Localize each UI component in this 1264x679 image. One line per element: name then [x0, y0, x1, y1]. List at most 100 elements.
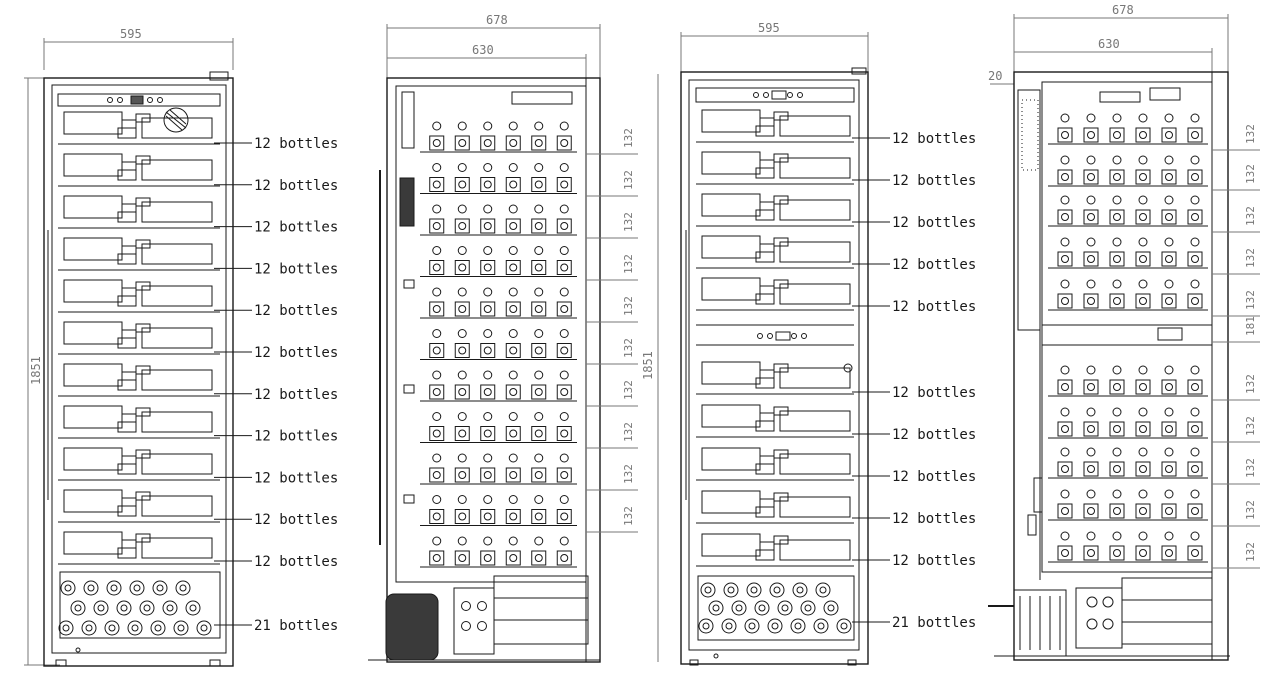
bottle-front [779, 157, 851, 179]
pitch-dimension: 132 [622, 296, 635, 316]
bottle-end [457, 246, 467, 255]
bottle-end [1164, 155, 1174, 165]
width-dimension: 595 [120, 27, 142, 41]
bottle-end [560, 429, 569, 438]
bottle-end [1138, 365, 1148, 375]
bottle-rear [63, 237, 123, 261]
bottle-base [1057, 379, 1073, 395]
bottle-base [480, 301, 496, 317]
bottle-end [1086, 365, 1096, 375]
bottle-base [480, 260, 496, 275]
capacity-label: 21 bottles [892, 615, 976, 631]
bottle-end [1061, 131, 1069, 139]
bottle-base [429, 301, 445, 317]
bottle-end [534, 554, 543, 562]
bottle-front [779, 410, 851, 432]
bottle-rear [63, 321, 123, 345]
bottle-cap [117, 295, 137, 307]
bottle-end [483, 346, 492, 355]
side-view-dual-zone: 678 630 20 13213213213213218113213213213… [988, 3, 1260, 661]
bottle-base [505, 426, 521, 441]
bottle-base [1109, 169, 1125, 185]
bottle-end [1191, 131, 1199, 139]
bottle-end [1164, 279, 1174, 289]
bottle-cap [755, 125, 775, 137]
bottle-cap [117, 379, 137, 391]
bottle-end [1164, 113, 1174, 123]
bottle-front [141, 327, 213, 349]
bottle-end [483, 305, 492, 313]
bottle-neck [759, 201, 775, 211]
bottle-end [790, 618, 806, 634]
bottle-base [1187, 209, 1203, 225]
bottle-neck [773, 406, 789, 416]
bottle-base [505, 343, 521, 358]
bottle-end [560, 305, 569, 313]
capacity-label: 12 bottles [254, 136, 338, 152]
bottle-base [1187, 169, 1203, 185]
bottle-neck [121, 539, 137, 549]
bottle-neck [773, 195, 789, 205]
bottle-end [458, 180, 467, 189]
bottle-end [1191, 507, 1199, 515]
bottle-base [1109, 503, 1125, 519]
bottle-end [1164, 531, 1174, 541]
bottle-end [509, 429, 518, 438]
bottle-end [1138, 489, 1148, 499]
bottle-base [556, 301, 572, 317]
bottle-end [1139, 465, 1147, 473]
bottle-end [1112, 407, 1122, 417]
bottle-end [432, 222, 441, 230]
bottle-end [708, 600, 724, 616]
bottle-end [559, 163, 569, 172]
bottle-end [1112, 531, 1122, 541]
bottle-rear [63, 279, 123, 303]
bottle-end [508, 329, 518, 338]
bottle-end [1060, 407, 1070, 417]
bottle-end [840, 622, 848, 630]
bottle-neck [121, 203, 137, 213]
bottle-base [454, 550, 470, 566]
bottle-end [698, 618, 714, 634]
bottle-neck [759, 498, 775, 508]
bottle-end [131, 624, 139, 632]
bottle-end [108, 624, 116, 632]
bottle-end [1061, 549, 1069, 557]
inner-depth-dimension: 630 [472, 43, 494, 57]
bottle-end [508, 495, 518, 504]
bottle-base [1161, 209, 1177, 225]
bottle-base [1161, 461, 1177, 477]
bottle-base [556, 135, 572, 151]
bottle-base [1187, 461, 1203, 477]
capacity-label: 12 bottles [892, 131, 976, 147]
bottle-front [141, 369, 213, 391]
bottle-front [779, 453, 851, 475]
bottle-end [560, 180, 569, 189]
bottle-base [1057, 209, 1073, 225]
bottle-base [1109, 545, 1125, 561]
bottle-end [508, 246, 518, 255]
bottle-neck [135, 197, 151, 207]
bottle-neck [121, 161, 137, 171]
bottle-end [559, 204, 569, 214]
bottle-end [817, 622, 825, 630]
bottle-end [1190, 113, 1200, 123]
capacity-label: 12 bottles [892, 469, 976, 485]
bottle-end [74, 604, 82, 612]
bottle-end [534, 346, 543, 355]
bottle-end [1190, 407, 1200, 417]
bottle-end [559, 453, 569, 463]
bottle-base [1161, 379, 1177, 395]
bottle-base [1083, 421, 1099, 437]
bottle-end [483, 139, 492, 147]
pitch-dimension: 132 [622, 212, 635, 232]
bottle-front [141, 537, 213, 559]
bottle-rear [63, 363, 123, 387]
bottle-neck [773, 111, 789, 121]
bottle-neck [121, 455, 137, 465]
bottle-end [559, 329, 569, 338]
bottle-base [454, 301, 470, 317]
bottle-neck [135, 155, 151, 165]
bottle-base [1057, 461, 1073, 477]
